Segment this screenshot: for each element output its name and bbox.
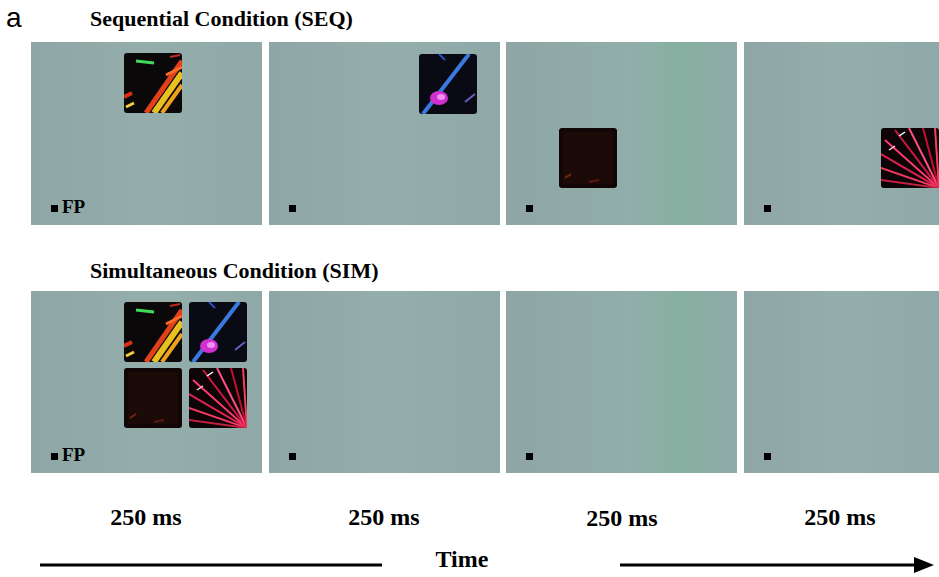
fixation-label: FP (62, 445, 85, 464)
condition-title: Sequential Condition (SEQ) (90, 8, 353, 30)
duration-label: 250 ms (348, 505, 419, 529)
duration-label: 250 ms (110, 505, 181, 529)
panel-label: a (6, 4, 22, 32)
condition-title: Simultaneous Condition (SIM) (90, 260, 379, 282)
fixation-label: FP (62, 197, 85, 216)
axis-label: Time (436, 547, 489, 571)
duration-label: 250 ms (586, 506, 657, 530)
duration-label: 250 ms (804, 505, 875, 529)
